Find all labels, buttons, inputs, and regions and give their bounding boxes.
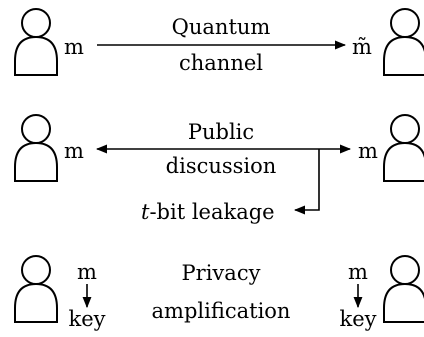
quantum-channel-label-line2: channel bbox=[179, 51, 263, 75]
bob-key-label: key bbox=[339, 307, 376, 331]
alice-message-symbol: m bbox=[77, 260, 97, 284]
alice-message-symbol: m bbox=[64, 139, 84, 163]
bob-person-icon bbox=[383, 8, 424, 76]
quantum-channel-label-line1: Quantum bbox=[172, 15, 271, 39]
row-quantum-channel: m Quantum channel m̃ bbox=[14, 8, 424, 76]
leakage-label: t-bit leakage bbox=[141, 200, 275, 224]
bob-person-icon bbox=[383, 255, 424, 323]
public-discussion-label-line2: discussion bbox=[166, 154, 277, 178]
row-public-discussion: m Public discussion m t-bit leakage bbox=[14, 114, 424, 224]
row-privacy-amplification: m key Privacy amplification m key bbox=[14, 255, 424, 331]
public-discussion-label-line1: Public bbox=[188, 120, 254, 144]
privacy-amplification-label-line1: Privacy bbox=[182, 261, 261, 285]
alice-person-icon bbox=[14, 114, 58, 182]
alice-person-icon bbox=[14, 8, 58, 76]
bob-message-symbol: m bbox=[358, 139, 378, 163]
alice-key-label: key bbox=[68, 307, 105, 331]
bob-person-icon bbox=[383, 114, 424, 182]
bob-message-symbol: m bbox=[348, 260, 368, 284]
privacy-amplification-label-line2: amplification bbox=[152, 299, 291, 323]
alice-person-icon bbox=[14, 255, 58, 323]
bob-noisy-message-symbol: m̃ bbox=[352, 35, 372, 59]
leakage-arrow bbox=[293, 149, 320, 215]
alice-message-symbol: m bbox=[64, 35, 84, 59]
